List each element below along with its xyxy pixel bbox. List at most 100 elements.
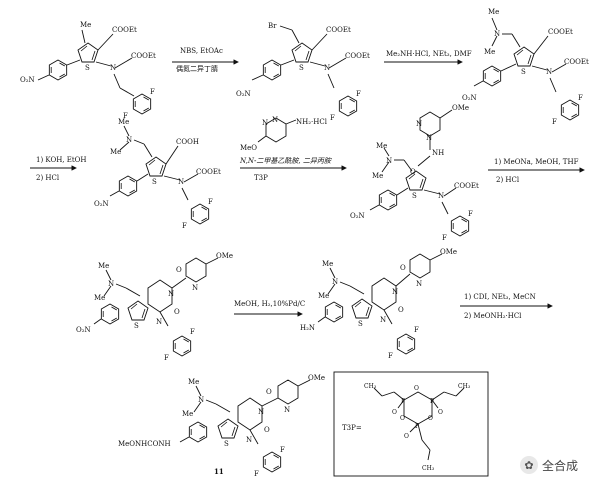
t3p-box bbox=[333, 371, 489, 477]
compound-1-structure bbox=[37, 29, 152, 115]
label-o: O bbox=[428, 415, 433, 422]
label-o: O bbox=[264, 426, 270, 434]
label-o: O bbox=[404, 433, 409, 440]
label-meo: MeO bbox=[240, 144, 257, 152]
label-nh: NH bbox=[432, 149, 444, 157]
label-f: F bbox=[123, 112, 128, 120]
label-s: S bbox=[412, 192, 417, 200]
label-h2n: H₂N bbox=[300, 324, 315, 332]
label-o: O bbox=[392, 409, 397, 416]
label-cooet: COOEt bbox=[548, 28, 573, 36]
label-me: Me bbox=[484, 48, 495, 56]
label-n: N bbox=[192, 284, 198, 292]
label-f: F bbox=[208, 198, 213, 206]
label-p: P bbox=[415, 423, 419, 430]
label-ome: OMe bbox=[308, 374, 325, 382]
label-o: O bbox=[400, 264, 406, 272]
label-ome: OMe bbox=[440, 248, 457, 256]
label-me: Me bbox=[98, 262, 109, 270]
label-s: S bbox=[358, 320, 363, 328]
label-ch3: CH₃ bbox=[364, 383, 377, 390]
compound-3-structure bbox=[473, 17, 580, 121]
label-ch3: CH₃ bbox=[458, 383, 471, 390]
label-n: N bbox=[416, 280, 422, 288]
label-n: N bbox=[416, 120, 422, 128]
condition-text: Me₂NH·HCl, NEt₃, DMF bbox=[386, 50, 472, 58]
label-me: Me bbox=[372, 172, 383, 180]
condition-text: T3P bbox=[254, 174, 268, 182]
label-no2: O₂N bbox=[350, 212, 365, 220]
label-n: N bbox=[156, 318, 162, 326]
label-f: F bbox=[280, 446, 285, 454]
label-me: Me bbox=[488, 8, 499, 16]
condition-text: N,N-二甲基乙酰胺, 二异丙胺 bbox=[239, 157, 332, 165]
label-no2: O₂N bbox=[236, 90, 251, 98]
label-f: F bbox=[330, 114, 335, 122]
compound-2-structure bbox=[251, 25, 358, 117]
condition-text: 偶氮二异丁腈 bbox=[176, 64, 218, 73]
aminopyridazine-reagent bbox=[257, 117, 297, 143]
label-n: N bbox=[108, 280, 114, 288]
label-ome: OMe bbox=[216, 252, 233, 260]
label-cooet: COOEt bbox=[326, 26, 351, 34]
label-n: N bbox=[258, 408, 264, 416]
label-n: N bbox=[272, 116, 278, 124]
label-ome: OMe bbox=[452, 104, 469, 112]
label-p: P bbox=[401, 398, 405, 405]
label-nh2hcl: NH₂·HCl bbox=[296, 118, 328, 126]
label-f: F bbox=[150, 88, 155, 96]
compound-7-structure bbox=[317, 253, 443, 355]
label-f: F bbox=[578, 94, 583, 102]
label-n: N bbox=[178, 178, 184, 186]
label-me: Me bbox=[188, 378, 199, 386]
label-cooh: COOH bbox=[176, 138, 199, 146]
label-n: N bbox=[332, 278, 338, 286]
condition-text: 1) CDI, NEt₃, MeCN bbox=[464, 293, 536, 301]
label-f: F bbox=[190, 328, 195, 336]
label-me: Me bbox=[80, 21, 91, 29]
label-no2: O₂N bbox=[76, 326, 91, 334]
label-s: S bbox=[224, 440, 229, 448]
label-o: O bbox=[438, 409, 443, 416]
t3p-structure bbox=[373, 387, 465, 461]
label-n: N bbox=[438, 192, 444, 200]
label-s: S bbox=[152, 178, 157, 186]
label-n: N bbox=[110, 64, 116, 72]
compound-6-structure bbox=[93, 257, 219, 357]
label-o: O bbox=[398, 306, 404, 314]
label-f: F bbox=[442, 234, 447, 242]
label-n: N bbox=[262, 119, 268, 127]
label-o: O bbox=[410, 168, 416, 176]
label-cooet: COOEt bbox=[112, 26, 137, 34]
label-cooet: COOEt bbox=[196, 168, 221, 176]
label-n: N bbox=[546, 68, 552, 76]
label-n: N bbox=[198, 396, 204, 404]
label-o: O bbox=[414, 385, 419, 392]
label-n: N bbox=[168, 290, 174, 298]
condition-text: 2) MeONH₂·HCl bbox=[464, 312, 522, 320]
label-no2: O₂N bbox=[94, 200, 109, 208]
label-me: Me bbox=[118, 118, 129, 126]
label-cooet: COOEt bbox=[345, 52, 370, 60]
label-me: Me bbox=[318, 292, 329, 300]
label-n: N bbox=[246, 436, 252, 444]
label-n: N bbox=[324, 64, 330, 72]
label-f: F bbox=[254, 470, 259, 478]
compound-4-structure bbox=[109, 125, 210, 225]
label-f: F bbox=[182, 222, 187, 230]
label-s: S bbox=[134, 322, 139, 330]
label-cooet: COOEt bbox=[564, 58, 589, 66]
label-me: Me bbox=[376, 142, 387, 150]
watermark-text: 全合成 bbox=[542, 458, 579, 473]
label-n: N bbox=[386, 157, 392, 165]
watermark: ✿ 全合成 bbox=[520, 452, 606, 478]
label-f: F bbox=[164, 354, 169, 362]
label-cooet: COOEt bbox=[454, 182, 479, 190]
label-f: F bbox=[356, 90, 361, 98]
condition-text: 1) KOH, EtOH bbox=[36, 156, 87, 164]
wechat-icon: ✿ bbox=[520, 456, 538, 474]
label-s: S bbox=[85, 64, 90, 72]
label-no2: O₂N bbox=[462, 94, 477, 102]
label-o: O bbox=[174, 308, 180, 316]
